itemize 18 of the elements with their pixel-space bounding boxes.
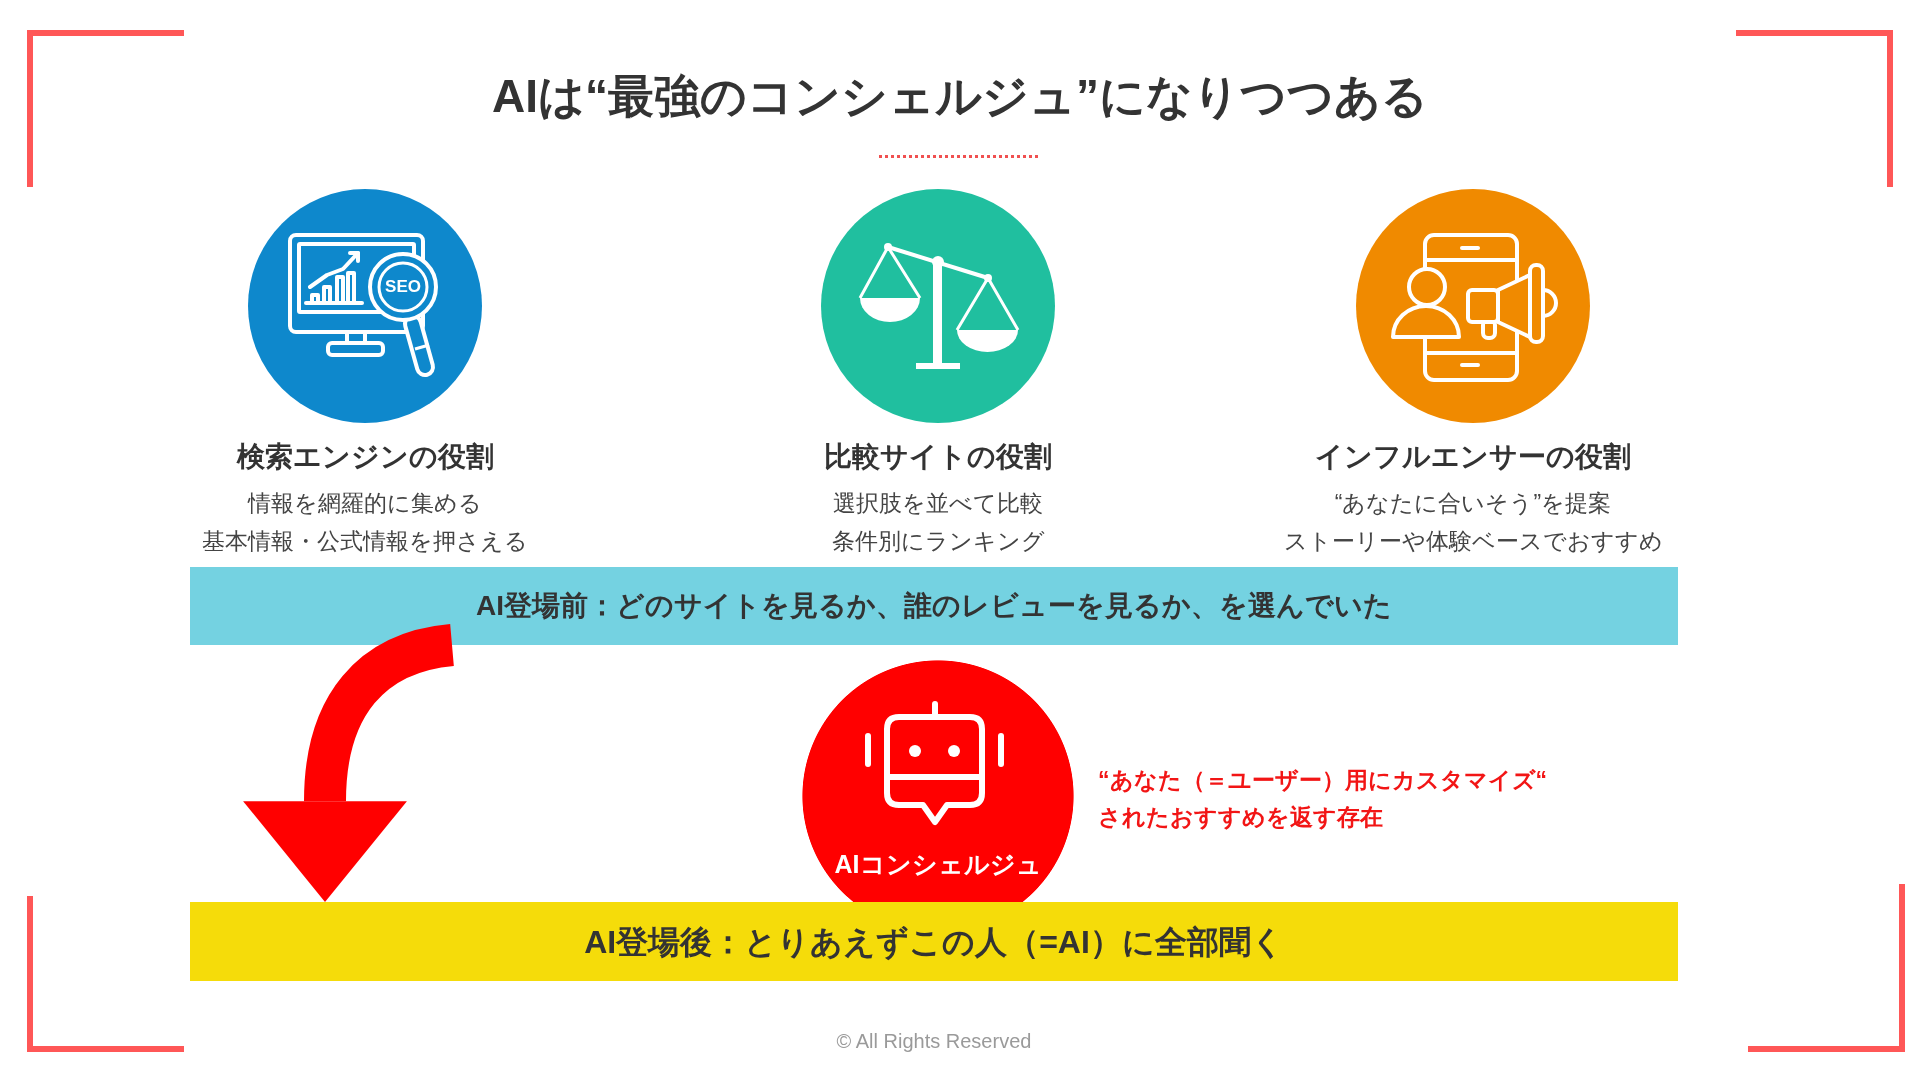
- role-description: “あなたに合いそう”を提案: [1334, 489, 1612, 518]
- banner-bar: [190, 902, 1678, 981]
- role-heading: 検索エンジンの役割: [236, 440, 494, 474]
- role-heading: インフルエンサーの役割: [1315, 440, 1631, 474]
- role-description: ストーリーや体験ベースでおすすめ: [1283, 527, 1663, 556]
- role-description: 情報を網羅的に集める: [248, 489, 482, 518]
- role-description: 基本情報・公式情報を押さえる: [202, 527, 528, 556]
- role-description: 選択肢を並べて比較: [833, 489, 1043, 518]
- beside-note: “あなた（＝ユーザー）用にカスタマイズ“されたおすすめを返す存在: [1098, 766, 1548, 832]
- banner-text: AI登場後：とりあえずこの人（=AI）に全部聞く: [584, 922, 1284, 961]
- lens-text: SEO: [385, 277, 421, 297]
- role-description: 条件別にランキング: [831, 527, 1045, 556]
- role-heading: 比較サイトの役割: [824, 440, 1052, 474]
- banner-text: AI登場前：どのサイトを見るか、誰のレビューを見るか、を選んでいた: [476, 589, 1392, 623]
- banner-bar: [190, 567, 1678, 645]
- slide-title: AIは“最強のコンシェルジュ”になりつつある: [492, 69, 1428, 124]
- copyright-notice: © All Rights Reserved: [836, 1029, 1032, 1053]
- circle-label: AIコンシェルジュ: [834, 849, 1042, 879]
